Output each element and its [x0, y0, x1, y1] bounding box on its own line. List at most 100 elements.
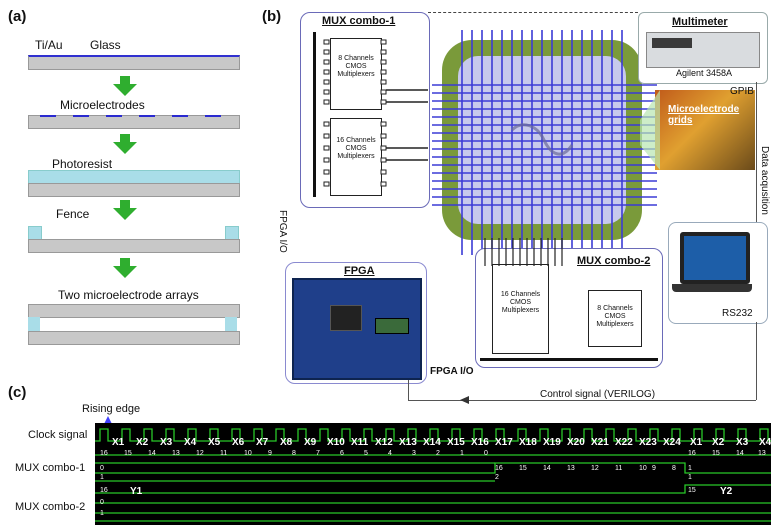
mux2-row1-right-label: 15	[688, 487, 696, 494]
ti-au-label: Ti/Au	[35, 38, 63, 52]
step4-fence-right	[225, 226, 239, 240]
x-label-26: X2	[712, 437, 724, 448]
mux1-count-11: 6	[340, 450, 344, 457]
panel-label-a: (a)	[8, 8, 26, 25]
mux2-chip-8ch-label: 8 Channels CMOS Multiplexers	[589, 305, 641, 329]
x-label-20: X20	[567, 437, 585, 448]
rising-edge-label: Rising edge	[82, 403, 140, 415]
glass-label: Glass	[90, 38, 121, 52]
x-label-27: X3	[736, 437, 748, 448]
mux2-connection-wires	[480, 238, 590, 268]
mux1-count-28: 13	[758, 450, 766, 457]
mux1-count-5: 12	[196, 450, 204, 457]
data-acq-line	[756, 82, 757, 227]
x-label-22: X22	[615, 437, 633, 448]
top-connector-line	[428, 12, 638, 14]
y2-label: Y2	[720, 486, 732, 497]
multimeter-title: Multimeter	[672, 16, 728, 28]
mux1-row4-label: 1	[100, 474, 104, 481]
mux1-count-17: 0	[484, 450, 488, 457]
mux1-count-16: 1	[460, 450, 464, 457]
step3-slide	[28, 183, 240, 197]
mux2-row3-label: 1	[100, 510, 104, 517]
arrow-4-stem	[120, 258, 130, 266]
mux1-row5-label: 2	[495, 474, 499, 481]
x-label-7: X7	[256, 437, 268, 448]
photoresist-label: Photoresist	[52, 157, 112, 171]
arrow-3-icon	[113, 208, 137, 220]
mux1-count-9: 8	[292, 450, 296, 457]
mux1-count-26: 15	[712, 450, 720, 457]
mux1-row2-count-20: 13	[567, 465, 575, 472]
mux2-chip-8ch: 8 Channels CMOS Multiplexers	[588, 290, 642, 347]
mux2-row2-label: 0	[100, 499, 104, 506]
laptop-icon	[680, 232, 750, 284]
x-label-12: X12	[375, 437, 393, 448]
arrow-4-icon	[113, 266, 137, 278]
data-acq-label: Data acqusition	[759, 146, 770, 215]
step5-top-slide	[28, 304, 240, 318]
gpib-label: GPIB	[730, 86, 754, 97]
fpga-lcd	[375, 318, 409, 334]
mux2-chip-16ch-label: 16 Channels CMOS Multiplexers	[493, 291, 548, 315]
mux2-chip-16ch: 16 Channels CMOS Multiplexers	[492, 264, 549, 354]
x-label-18: X18	[519, 437, 537, 448]
x-label-14: X14	[423, 437, 441, 448]
x-label-19: X19	[543, 437, 561, 448]
mux1-row2-count-18: 15	[519, 465, 527, 472]
arrow-2-stem	[120, 134, 130, 142]
mux1-row2-count-17: 16	[495, 465, 503, 472]
mux1-count-6: 11	[220, 450, 227, 457]
x-label-2: X2	[136, 437, 148, 448]
mux1-count-25: 16	[688, 450, 696, 457]
step3-photoresist-layer	[28, 170, 240, 184]
x-label-16: X16	[471, 437, 489, 448]
left-system-line	[408, 380, 409, 400]
control-signal-arrow-icon	[460, 396, 469, 404]
arrow-1-stem	[120, 76, 130, 84]
mux1-count-27: 14	[736, 450, 744, 457]
mux1-row2-count-24: 9	[652, 465, 656, 472]
mux1-row3-label: 0	[100, 465, 104, 472]
microelectrode-grids-photo	[655, 90, 755, 170]
y1-label: Y1	[130, 486, 142, 497]
x-label-3: X3	[160, 437, 172, 448]
x-label-15: X15	[447, 437, 465, 448]
arrow-2-icon	[113, 142, 137, 154]
mux1-count-1: 16	[100, 450, 108, 457]
mux1-right-label-2: 1	[688, 474, 692, 481]
mux1-count-15: 2	[436, 450, 440, 457]
mux1-row2-count-25: 8	[672, 465, 676, 472]
mux2-row1-label: 16	[100, 487, 108, 494]
x-label-5: X5	[208, 437, 220, 448]
step5-bottom-slide	[28, 331, 240, 345]
panel-label-b: (b)	[262, 8, 281, 25]
x-label-13: X13	[399, 437, 417, 448]
mux1-count-8: 9	[268, 450, 272, 457]
x-label-10: X10	[327, 437, 345, 448]
x-label-21: X21	[591, 437, 609, 448]
mux1-count-2: 15	[124, 450, 132, 457]
mux1-count-7: 10	[244, 450, 252, 457]
x-label-4: X4	[184, 437, 196, 448]
mux1-pins	[318, 30, 428, 205]
fpga-io-bottom-label: FPGA I/O	[430, 366, 474, 377]
mux1-count-10: 7	[316, 450, 320, 457]
control-signal-label: Control signal (VERILOG)	[540, 389, 655, 400]
mux1-count-3: 14	[148, 450, 156, 457]
mux1-count-12: 5	[364, 450, 368, 457]
laptop-base	[672, 284, 752, 292]
x-label-23: X23	[639, 437, 657, 448]
x-label-8: X8	[280, 437, 292, 448]
x-label-25: X1	[690, 437, 702, 448]
x-label-11: X11	[351, 437, 368, 448]
fpga-title: FPGA	[344, 265, 375, 277]
clock-signal-label: Clock signal	[28, 429, 87, 441]
arrow-1-icon	[113, 84, 137, 96]
step5-fence-left	[28, 317, 40, 331]
mux2-bottom-bus	[480, 358, 658, 361]
multimeter-model: Agilent 3458A	[676, 68, 732, 78]
mux1-count-4: 13	[172, 450, 180, 457]
step4-slide	[28, 239, 240, 253]
mux1-count-14: 3	[412, 450, 416, 457]
